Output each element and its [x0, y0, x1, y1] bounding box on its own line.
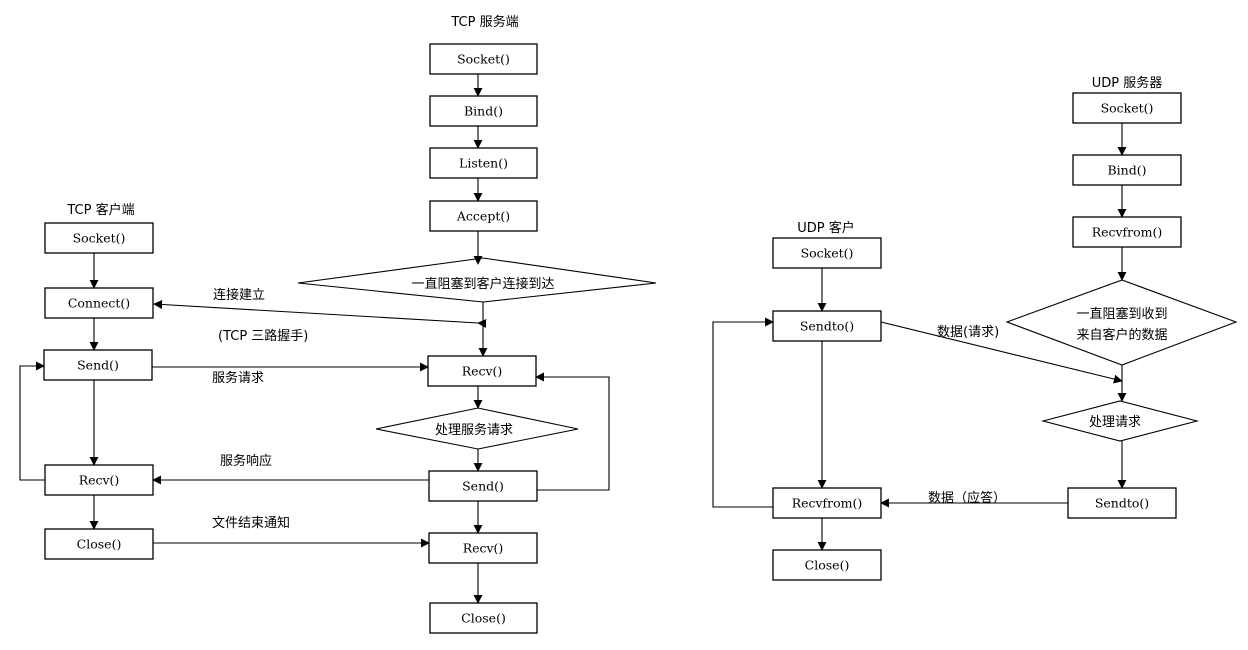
udp-client-socket-label: Socket() — [801, 246, 854, 261]
arrow-udp-client-recvfrom-loop-sendto — [712, 317, 774, 508]
udp-server-sendto-label: Sendto() — [1095, 496, 1149, 511]
udp-server-process-label: 处理请求 — [1089, 415, 1141, 430]
udp-client-socket-box: Socket() — [772, 237, 882, 269]
tcp-server-recv2-label: Recv() — [463, 541, 504, 556]
udp-client-sendto-label: Sendto() — [800, 319, 854, 334]
tcp-server-bind-box: Bind() — [429, 95, 538, 127]
tcp-server-block-diamond: 一直阻塞到客户连接到达 — [297, 257, 657, 303]
tcp-client-recv-box: Recv() — [44, 464, 154, 496]
udp-client-title: UDP 客户 — [797, 220, 855, 236]
tcp-server-block-label: 一直阻塞到客户连接到达 — [411, 276, 554, 292]
udp-server-title: UDP 服务器 — [1092, 75, 1163, 91]
udp-server-bind-box: Bind() — [1072, 154, 1182, 186]
tcp-client-send-box: Send() — [43, 349, 153, 381]
arrow-udp-data-request — [880, 321, 1123, 384]
tcp-server-send-label: Send() — [462, 479, 504, 494]
arrow-server-send-loop-recv — [535, 372, 610, 491]
tcp-server-close-label: Close() — [461, 611, 506, 626]
arrow-connection-established — [153, 299, 487, 328]
udp-client-recvfrom-label: Recvfrom() — [792, 496, 863, 511]
tcp-server-accept-label: Accept() — [456, 209, 510, 224]
udp-server-block-label-line2: 来自客户的数据 — [1076, 327, 1167, 343]
tcp-server-recv-box: Recv() — [427, 355, 537, 387]
tcp-client-recv-label: Recv() — [79, 473, 120, 488]
tcp-server-title: TCP 服务端 — [450, 14, 518, 30]
udp-server-block-diamond: 一直阻塞到收到 来自客户的数据 — [1005, 279, 1238, 366]
udp-server-socket-box: Socket() — [1072, 92, 1182, 124]
tcp-client-send-label: Send() — [77, 358, 119, 373]
tcp-server-listen-box: Listen() — [429, 147, 538, 179]
label-udp-data-request: 数据(请求) — [937, 325, 999, 340]
label-service-request: 服务请求 — [212, 370, 264, 386]
label-connection-established: 连接建立 — [213, 287, 265, 303]
tcp-server-process-label: 处理服务请求 — [435, 422, 513, 438]
udp-client-close-label: Close() — [805, 558, 850, 573]
tcp-server-bind-label: Bind() — [464, 104, 503, 119]
arrow-client-recv-loop-send — [19, 361, 45, 481]
udp-server-recvfrom-box: Recvfrom() — [1072, 216, 1182, 248]
udp-server-socket-label: Socket() — [1101, 101, 1154, 116]
tcp-client-close-label: Close() — [77, 537, 122, 552]
tcp-server-socket-label: Socket() — [457, 52, 510, 67]
udp-server-process-diamond: 处理请求 — [1040, 400, 1200, 442]
tcp-server-process-diamond: 处理服务请求 — [375, 407, 579, 450]
tcp-client-socket-label: Socket() — [73, 231, 126, 246]
udp-client-sendto-box: Sendto() — [772, 310, 882, 342]
tcp-client-close-box: Close() — [44, 528, 154, 560]
tcp-client-connect-box: Connect() — [44, 287, 154, 319]
tcp-server-accept-box: Accept() — [429, 200, 538, 232]
tcp-server-recv2-box: Recv() — [428, 532, 538, 564]
label-three-way-handshake: (TCP 三路握手) — [218, 328, 308, 344]
tcp-server-recv-label: Recv() — [462, 364, 503, 379]
tcp-client-socket-box: Socket() — [44, 222, 154, 254]
tcp-server-listen-label: Listen() — [459, 156, 508, 171]
label-service-response: 服务响应 — [220, 453, 272, 469]
label-udp-data-response: 数据（应答） — [928, 490, 1006, 506]
tcp-server-close-box: Close() — [429, 602, 538, 634]
tcp-server-socket-box: Socket() — [429, 43, 538, 75]
tcp-client-title: TCP 客户端 — [66, 202, 134, 218]
label-file-end-notice: 文件结束通知 — [212, 515, 290, 531]
tcp-client-connect-label: Connect() — [68, 296, 130, 311]
udp-server-bind-label: Bind() — [1108, 163, 1147, 178]
tcp-server-send-box: Send() — [428, 470, 538, 502]
udp-server-sendto-box: Sendto() — [1067, 487, 1177, 519]
udp-client-close-box: Close() — [772, 549, 882, 581]
udp-server-block-label-line1: 一直阻塞到收到 — [1076, 306, 1167, 322]
udp-client-recvfrom-box: Recvfrom() — [772, 487, 882, 519]
udp-server-recvfrom-label: Recvfrom() — [1092, 225, 1163, 240]
